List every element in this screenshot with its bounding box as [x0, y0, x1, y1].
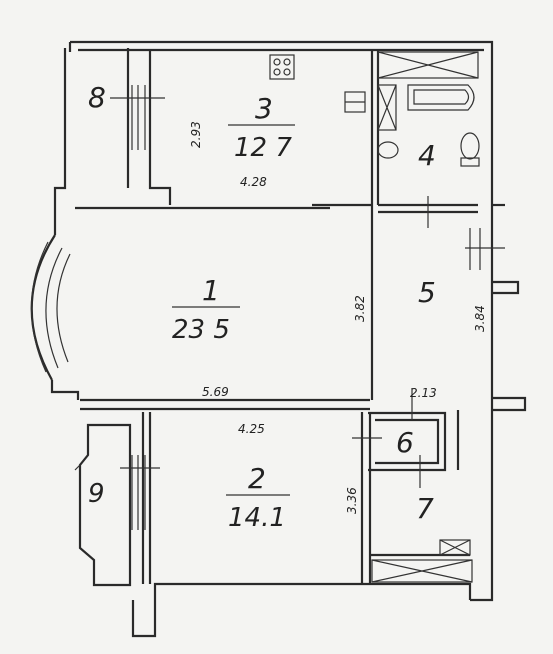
dimension-4-25: 4.25: [238, 422, 265, 436]
room-7-number: 7: [416, 492, 434, 525]
dimension-2-13: 2.13: [410, 386, 437, 400]
toilet-icon: [460, 132, 480, 167]
sink-icon: [377, 84, 399, 159]
room-5-number: 5: [418, 276, 436, 309]
stove-icon: [269, 54, 295, 80]
room-8-number: 8: [88, 81, 106, 114]
room-2-number: 2: [248, 462, 266, 495]
room-1-area: 23 5: [172, 315, 230, 345]
window-marks: [110, 85, 505, 530]
room-1-number: 1: [202, 274, 220, 307]
dimension-4-28: 4.28: [240, 175, 267, 189]
room-6-number: 6: [396, 426, 414, 459]
dimension-3-84: 3.84: [473, 305, 487, 332]
bay-window: [30, 234, 80, 400]
exterior-walls: [53, 40, 527, 638]
dimension-3-36: 3.36: [345, 487, 359, 514]
room-3-area: 12 7: [234, 133, 292, 163]
room-9-number: 9: [88, 479, 105, 509]
room-4-number: 4: [418, 139, 436, 172]
dimension-2-93: 2.93: [189, 121, 203, 148]
room-3-number: 3: [255, 92, 273, 125]
dimension-5-69: 5.69: [202, 385, 229, 399]
room-2-area: 14.1: [228, 503, 286, 533]
washbasin-icon: [344, 91, 366, 113]
ventilation-shaft-icon: [371, 51, 479, 583]
dimension-3-82: 3.82: [353, 295, 367, 322]
balcony-9: [74, 423, 132, 587]
room-labels: 1 23 5 2 14.1 3 12 7 4 5 6 7 8 9: [88, 81, 436, 533]
dimension-labels: 2.93 4.28 3.82 3.84 5.69 2.13 4.25 3.36: [189, 121, 487, 514]
bathtub-icon: [407, 84, 475, 111]
